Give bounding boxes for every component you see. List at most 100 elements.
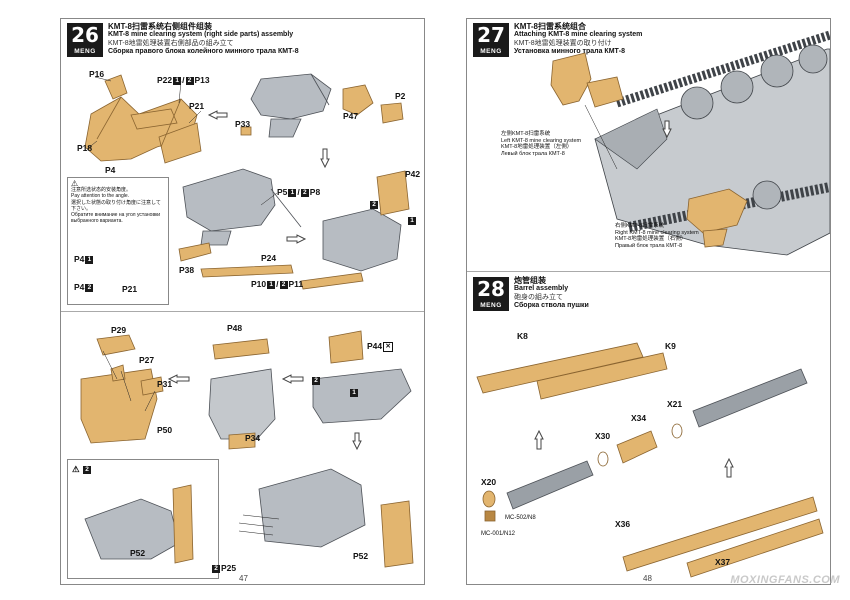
title-en: KMT-8 mine clearing system (right side p… xyxy=(108,31,294,39)
step-27-header: 27 MENG KMT-8扫雷系统组合 Attaching KMT-8 mine… xyxy=(473,22,643,57)
barrel-rings-drawing xyxy=(482,423,683,522)
right-trawl-callout: 右侧KMT-8扫雷系统 Right KMT-8 mine clearing sy… xyxy=(615,223,699,249)
part-p4: P4 xyxy=(74,254,85,264)
brand-logo-text: MENG xyxy=(480,48,502,55)
title-jp: KMT-8地雷処理装置右側部品の組み立て xyxy=(108,39,234,47)
step-27-badge: 27 MENG xyxy=(473,23,509,57)
title-cn: KMT-8扫雷系统右侧组件组装 xyxy=(108,22,212,31)
part-label-p52: P52 xyxy=(130,548,146,558)
option-marker-2: 2 xyxy=(370,200,378,209)
brand-logo-text: MENG xyxy=(480,302,502,309)
title-en: Attaching KMT-8 mine clearing system xyxy=(514,31,643,39)
part-label-x37: X37 xyxy=(715,557,731,567)
title-jp: 砲身の組み立て xyxy=(514,293,563,301)
part-label-p18: P18 xyxy=(77,143,93,153)
frame-grey-drawing xyxy=(250,73,332,138)
warning-icon: ⚠ xyxy=(72,464,80,474)
frame-p22-drawing xyxy=(84,74,202,164)
title-ru: Сборка правого блока колейного минного т… xyxy=(108,48,299,56)
p52-final-drawing xyxy=(258,468,414,568)
part-label-x36: X36 xyxy=(615,519,631,529)
callout-ru: Левый блок трала КМТ-8 xyxy=(501,150,565,157)
title-ru: Установка минного трала КМТ-8 xyxy=(514,48,626,56)
p48-frame-drawing xyxy=(208,338,276,450)
callout-jp: KMT-8地雷処理装置（左側） xyxy=(501,144,573,150)
option-marker-2: 2 xyxy=(185,76,194,85)
attention-en: Pay attention to the angle. xyxy=(71,193,130,200)
arrow-to-hull xyxy=(662,120,672,139)
title-cn: KMT-8扫雷系统组合 xyxy=(514,22,586,31)
attention-jp: 選択した状態の取り付け角度に注意して下さい。 xyxy=(71,199,161,212)
watermark: MOXINGFANS.COM xyxy=(730,574,840,586)
option-marker-1: 1 xyxy=(288,188,297,197)
step-26-badge: 26 MENG xyxy=(67,23,103,57)
section-divider xyxy=(467,271,830,272)
option-marker-1: 1 xyxy=(267,280,276,289)
left-trawl-callout: 左侧KMT-8扫雷系统 Left KMT-8 mine clearing sys… xyxy=(501,131,581,157)
title-en: Barrel assembly xyxy=(514,285,569,293)
part-label-k9: K9 xyxy=(665,341,676,351)
cross-mark-icon: ✕ xyxy=(383,341,394,352)
option-marker-1: 1 xyxy=(173,76,182,85)
page-number: 47 xyxy=(239,574,248,583)
callout-en: Left KMT-8 mine clearing system xyxy=(501,137,582,144)
callout-en: Right KMT-8 mine clearing system xyxy=(615,229,699,236)
step-28-badge: 28 MENG xyxy=(473,277,509,311)
marker-1-callout: 1 xyxy=(349,387,359,397)
option-marker-2: 2 xyxy=(212,564,220,573)
paint-code-mc001: MC-001/N12 xyxy=(481,531,516,537)
part-label-x20: X20 xyxy=(481,477,497,487)
part-label-x21: X21 xyxy=(667,399,683,409)
callout-cn: 左侧KMT-8扫雷系统 xyxy=(501,131,551,137)
attention-cn: 注意所选状态的安装角度。 xyxy=(71,187,132,194)
step-number: 27 xyxy=(477,23,505,47)
part-p4: P4 xyxy=(74,282,85,292)
option-marker-2: 2 xyxy=(83,465,91,474)
option-marker-1: 1 xyxy=(350,388,358,397)
part-label-p29: P29 xyxy=(111,325,127,335)
tank-hull-drawing xyxy=(594,30,830,256)
k8-k9-drawing xyxy=(476,342,668,400)
part-label-p50: P50 xyxy=(157,425,173,435)
part-label-p38: P38 xyxy=(179,265,195,275)
title-cn: 炮管组装 xyxy=(514,276,546,285)
part-p8: P8 xyxy=(309,187,321,197)
barrel-grey-drawing xyxy=(506,368,808,510)
part-label-p48: P48 xyxy=(227,323,243,333)
callout-cn: 右侧KMT-8扫雷系统 xyxy=(615,223,665,229)
option-2-box: ⚠ 2 P52 xyxy=(67,459,219,579)
p38-p24-drawing xyxy=(178,242,364,290)
bracket-p47-drawing xyxy=(240,84,404,136)
part-label-k8: K8 xyxy=(517,331,528,341)
part-label-p44: P44✕ xyxy=(367,341,394,352)
part-p10: P10 xyxy=(251,279,267,289)
trawl-right-drawing xyxy=(686,188,748,248)
p50-assembly-drawing xyxy=(80,334,164,444)
part-label-x34: X34 xyxy=(631,413,647,423)
marker-2-callout: 2 xyxy=(369,199,379,209)
option-marker-1: 1 xyxy=(85,255,94,264)
part-label-p34: P34 xyxy=(245,433,261,443)
step-26-header: 26 MENG KMT-8扫雷系统右侧组件组装 KMT-8 mine clear… xyxy=(67,22,299,57)
trawl-left-drawing xyxy=(550,52,624,170)
left-instruction-page: 26 MENG KMT-8扫雷系统右侧组件组装 KMT-8 mine clear… xyxy=(60,18,425,585)
warning-icon: ⚠ xyxy=(71,179,79,188)
attention-ru: Обратите внимание на угол установки выбр… xyxy=(71,212,161,225)
part-label-p31: P31 xyxy=(157,379,173,389)
part-label-p21: P21 xyxy=(189,101,205,111)
attention-text: ⚠ 注意所选状态的安装角度。 Pay attention to the angl… xyxy=(71,179,165,225)
step-number: 26 xyxy=(71,23,99,47)
part-label-x30: X30 xyxy=(595,431,611,441)
paint-code-mc502: MC-502/N8 xyxy=(505,515,536,521)
pointer-lines xyxy=(86,76,280,536)
p52-option-drawing xyxy=(84,484,194,564)
assembly-arrows xyxy=(167,110,362,451)
part-label-p42: P42 xyxy=(405,169,421,179)
mid-assembly-drawing xyxy=(182,168,302,246)
option-p21-label: P21 xyxy=(122,284,138,294)
